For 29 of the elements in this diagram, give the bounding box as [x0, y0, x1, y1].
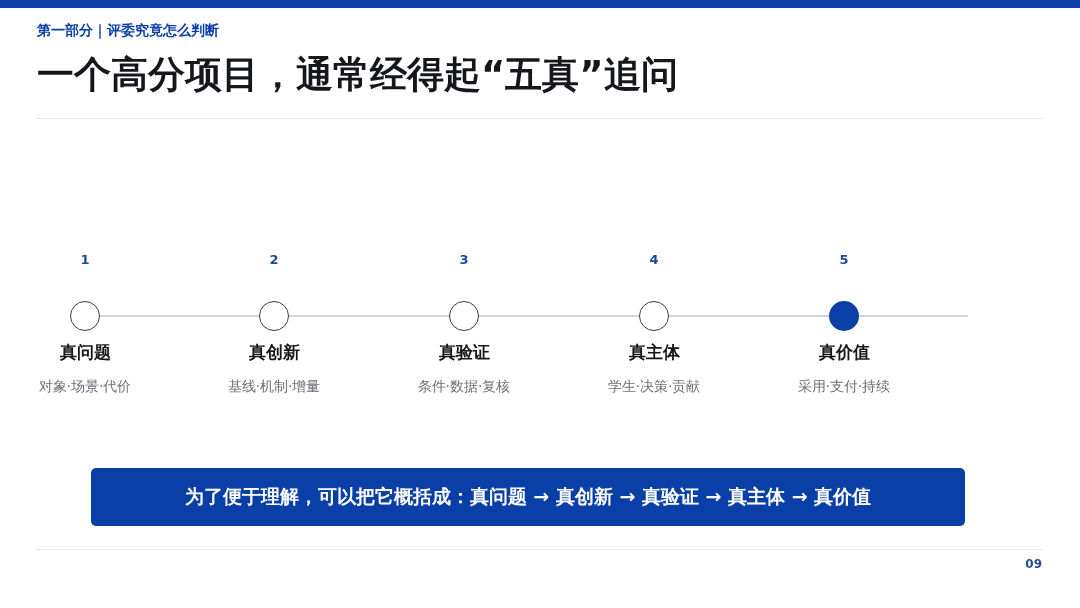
- connector-line: [858, 315, 969, 317]
- filled-step-circle: [829, 301, 859, 331]
- step-number: 2: [269, 252, 279, 269]
- connector-line: [288, 315, 450, 317]
- step-circle: [70, 301, 100, 331]
- section-label: 第一部分｜评委究竟怎么判断: [37, 22, 219, 40]
- step-circle: [259, 301, 289, 331]
- step-number: 3: [459, 252, 469, 269]
- step-title: 真主体: [628, 341, 680, 364]
- step-title: 真创新: [248, 341, 300, 364]
- step-number: 1: [80, 252, 90, 269]
- step-keywords: 条件·数据·复核: [417, 378, 511, 396]
- connector-line: [668, 315, 830, 317]
- step-keywords: 对象·场景·代价: [38, 378, 132, 396]
- page-number: 09: [1025, 557, 1042, 571]
- step-circle: [639, 301, 669, 331]
- step-title: 真验证: [438, 341, 490, 364]
- step-number: 5: [839, 252, 849, 269]
- connector-line: [99, 315, 260, 317]
- slide-title: 一个高分项目，通常经得起“五真”追问: [37, 52, 678, 98]
- step-circle: [449, 301, 479, 331]
- step-title: 真价值: [818, 341, 870, 364]
- step-title: 真问题: [59, 341, 111, 364]
- connector-line: [478, 315, 640, 317]
- step-keywords: 基线·机制·增量: [227, 378, 321, 396]
- step-keywords: 学生·决策·贡献: [607, 378, 701, 396]
- summary-banner: 为了便于理解，可以把它概括成：真问题 → 真创新 → 真验证 → 真主体 → 真价值: [91, 468, 965, 526]
- step-number: 4: [649, 252, 659, 269]
- step-keywords: 采用·支付·持续: [797, 378, 891, 396]
